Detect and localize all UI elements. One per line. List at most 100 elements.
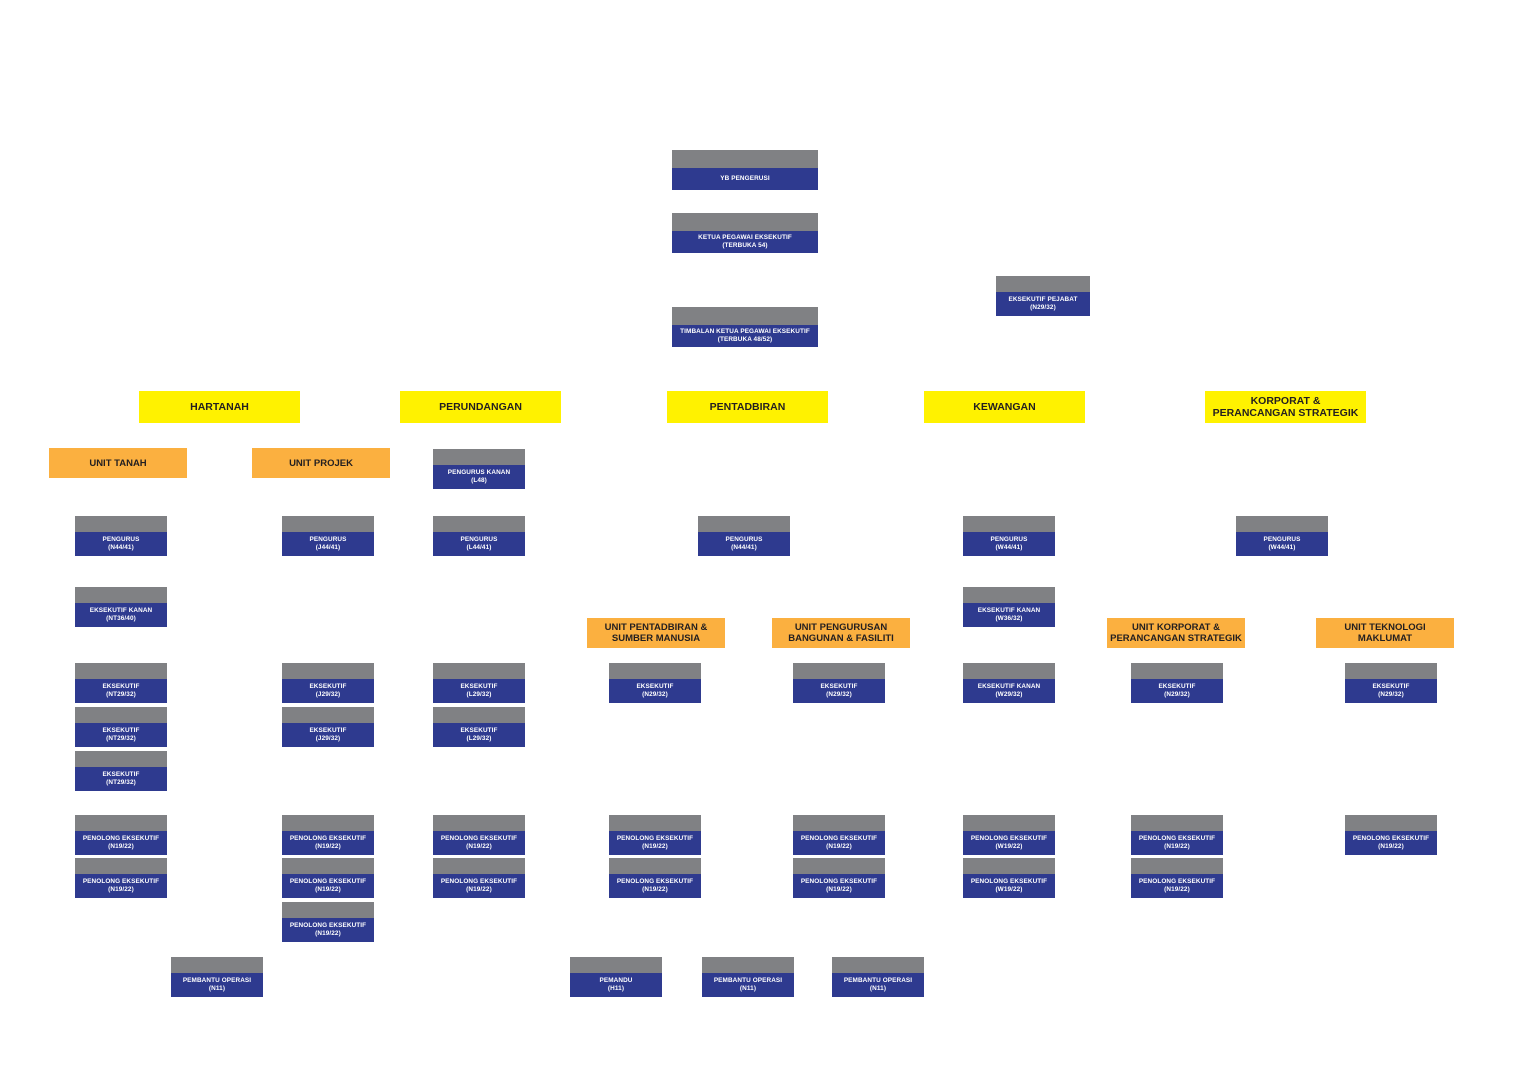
post-box: PENOLONG EKSEKUTIF(N19/22): [282, 815, 374, 855]
post-grade: (N19/22): [1164, 843, 1190, 850]
photo-placeholder: [672, 150, 818, 168]
post-title: EKSEKUTIF(N29/32): [793, 679, 885, 703]
post-title: EKSEKUTIF(N29/32): [1131, 679, 1223, 703]
post-name: PEMBANTU OPERASI: [843, 977, 913, 984]
post-name: EKSEKUTIF: [309, 727, 347, 734]
post-grade: (NT36/40): [106, 615, 136, 622]
photo-placeholder: [282, 902, 374, 918]
post-title: PENOLONG EKSEKUTIF(N19/22): [793, 874, 885, 898]
unit-projek: UNIT PROJEK: [252, 448, 390, 478]
post-grade: (W19/22): [995, 843, 1023, 850]
post-box: PENOLONG EKSEKUTIF(N19/22): [793, 858, 885, 898]
post-name: EKSEKUTIF KANAN: [977, 683, 1041, 690]
post-grade: (N19/22): [1378, 843, 1404, 850]
photo-placeholder: [609, 858, 701, 874]
post-title: EKSEKUTIF KANAN(W29/32): [963, 679, 1055, 703]
post-box: EKSEKUTIF(L29/32): [433, 663, 525, 703]
post-name: TIMBALAN KETUA PEGAWAI EKSEKUTIF: [680, 328, 810, 335]
post-name: EKSEKUTIF: [1158, 683, 1196, 690]
post-title: PENOLONG EKSEKUTIF(N19/22): [75, 831, 167, 855]
post-name: PENOLONG EKSEKUTIF: [289, 878, 367, 885]
post-title: EKSEKUTIF(N29/32): [609, 679, 701, 703]
post-name: PENOLONG EKSEKUTIF: [440, 835, 518, 842]
post-grade: (N44/41): [731, 544, 757, 551]
photo-placeholder: [282, 815, 374, 831]
post-name: PENOLONG EKSEKUTIF: [289, 922, 367, 929]
post-title: PENOLONG EKSEKUTIF(N19/22): [793, 831, 885, 855]
photo-placeholder: [75, 858, 167, 874]
photo-placeholder: [282, 858, 374, 874]
post-grade: (L29/32): [466, 691, 492, 698]
photo-placeholder: [963, 663, 1055, 679]
photo-placeholder: [171, 957, 263, 973]
post-title: PEMBANTU OPERASI(N11): [832, 973, 924, 997]
photo-placeholder: [963, 815, 1055, 831]
photo-placeholder: [75, 815, 167, 831]
label-line: UNIT KORPORAT &: [1132, 622, 1220, 633]
post-grade: (L44/41): [466, 544, 492, 551]
unit-pentadbiran_sm: UNIT PENTADBIRAN &SUMBER MANUSIA: [587, 618, 725, 648]
post-grade: (W29/32): [995, 691, 1023, 698]
photo-placeholder: [702, 957, 794, 973]
label-line: UNIT TANAH: [89, 457, 147, 469]
post-grade: (N29/32): [826, 691, 852, 698]
label-line: PERANCANGAN STRATEGIK: [1212, 407, 1359, 419]
post-name: EKSEKUTIF: [102, 727, 140, 734]
photo-placeholder: [609, 815, 701, 831]
post-title: EKSEKUTIF(J29/32): [282, 723, 374, 747]
label-line: UNIT PENGURUSAN: [794, 622, 888, 633]
post-box: PENOLONG EKSEKUTIF(N19/22): [1131, 815, 1223, 855]
label-line: HARTANAH: [190, 401, 249, 413]
photo-placeholder: [698, 516, 790, 532]
post-title: EKSEKUTIF(NT29/32): [75, 767, 167, 791]
post-name: EKSEKUTIF PEJABAT: [1008, 296, 1078, 303]
post-grade: (N29/32): [1164, 691, 1190, 698]
post-grade: (N11): [869, 985, 887, 992]
post-grade: (NT29/32): [106, 779, 136, 786]
post-name: PENOLONG EKSEKUTIF: [82, 835, 160, 842]
post-box: EKSEKUTIF(N29/32): [609, 663, 701, 703]
post-grade: (N29/32): [1378, 691, 1404, 698]
post-grade: (N29/32): [1030, 304, 1056, 311]
post-box: EKSEKUTIF(N29/32): [1131, 663, 1223, 703]
post-grade: (N19/22): [1164, 886, 1190, 893]
photo-placeholder: [672, 213, 818, 231]
post-name: PENOLONG EKSEKUTIF: [970, 835, 1048, 842]
label-line: UNIT TEKNOLOGI: [1344, 622, 1426, 633]
label-line: UNIT PENTADBIRAN &: [604, 622, 708, 633]
post-title: PEMBANTU OPERASI(N11): [702, 973, 794, 997]
post-grade: (NT29/32): [106, 735, 136, 742]
photo-placeholder: [963, 516, 1055, 532]
post-box: EKSEKUTIF(J29/32): [282, 707, 374, 747]
post-title: PENOLONG EKSEKUTIF(N19/22): [609, 831, 701, 855]
photo-placeholder: [433, 449, 525, 465]
photo-placeholder: [570, 957, 662, 973]
post-name: PENOLONG EKSEKUTIF: [440, 878, 518, 885]
post-box: PENOLONG EKSEKUTIF(N19/22): [609, 815, 701, 855]
post-box: EKSEKUTIF KANAN(W29/32): [963, 663, 1055, 703]
photo-placeholder: [75, 587, 167, 603]
post-title: PENOLONG EKSEKUTIF(N19/22): [1131, 831, 1223, 855]
post-box: PEMBANTU OPERASI(N11): [171, 957, 263, 997]
post-grade: (N19/22): [466, 843, 492, 850]
division-kewangan: KEWANGAN: [924, 391, 1085, 423]
post-box: PENGURUS(W44/41): [963, 516, 1055, 556]
post-name: EKSEKUTIF: [309, 683, 347, 690]
post-grade: (TERBUKA 48/52): [717, 336, 773, 343]
post-title: TIMBALAN KETUA PEGAWAI EKSEKUTIF(TERBUKA…: [672, 325, 818, 347]
division-perundangan: PERUNDANGAN: [400, 391, 561, 423]
post-box: PENGURUS(N44/41): [75, 516, 167, 556]
post-title: PENOLONG EKSEKUTIF(N19/22): [282, 918, 374, 942]
post-title: PENOLONG EKSEKUTIF(N19/22): [75, 874, 167, 898]
photo-placeholder: [282, 663, 374, 679]
post-box: EKSEKUTIF(N29/32): [793, 663, 885, 703]
photo-placeholder: [282, 707, 374, 723]
photo-placeholder: [75, 707, 167, 723]
photo-placeholder: [1131, 858, 1223, 874]
post-box: PENOLONG EKSEKUTIF(N19/22): [433, 858, 525, 898]
post-name: PENOLONG EKSEKUTIF: [1138, 878, 1216, 885]
post-box: PENOLONG EKSEKUTIF(N19/22): [609, 858, 701, 898]
post-box: PEMBANTU OPERASI(N11): [702, 957, 794, 997]
